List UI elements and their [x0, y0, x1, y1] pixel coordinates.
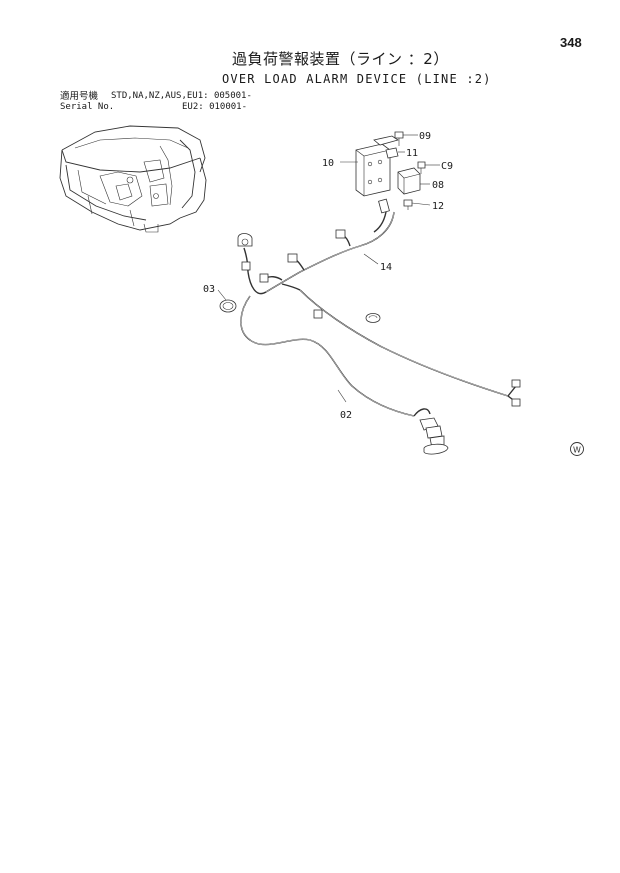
watermark-letter: W: [573, 446, 581, 455]
callout-14: 14: [380, 262, 392, 273]
cab-outline-illustration: [59, 125, 207, 233]
serial-number-label: Serial No.: [60, 102, 115, 112]
wiring-harness-02: [240, 295, 449, 455]
applicable-models-value: STD,NA,NZ,AUS,EU1: 005001-: [111, 91, 252, 101]
callout-03: 03: [203, 284, 215, 295]
callout-08: 08: [432, 180, 444, 191]
clamp-03: [219, 299, 237, 313]
serial-number-value: EU2: 010001-: [182, 102, 248, 112]
page-title-japanese: 過負荷警報装置（ライン ：2）: [232, 50, 449, 68]
callout-10: 10: [322, 158, 334, 169]
callout-12: 12: [432, 201, 444, 212]
bracket-assembly: [355, 131, 426, 210]
page-title-english: OVER LOAD ALARM DEVICE (LINE :2): [222, 72, 492, 86]
watermark-logo: W: [570, 442, 584, 456]
callout-02: 02: [340, 410, 352, 421]
callout-labels: 09 11 10 C9 08 12 14 03 02: [203, 131, 453, 421]
callout-leader-lines: [217, 134, 440, 403]
callout-11: 11: [406, 148, 418, 159]
callout-c9: C9: [441, 161, 453, 172]
wiring-harness-14: [237, 198, 521, 407]
callout-09: 09: [419, 131, 431, 142]
page-number: 348: [560, 35, 582, 50]
applicable-models-label: 適用号機: [60, 91, 99, 102]
